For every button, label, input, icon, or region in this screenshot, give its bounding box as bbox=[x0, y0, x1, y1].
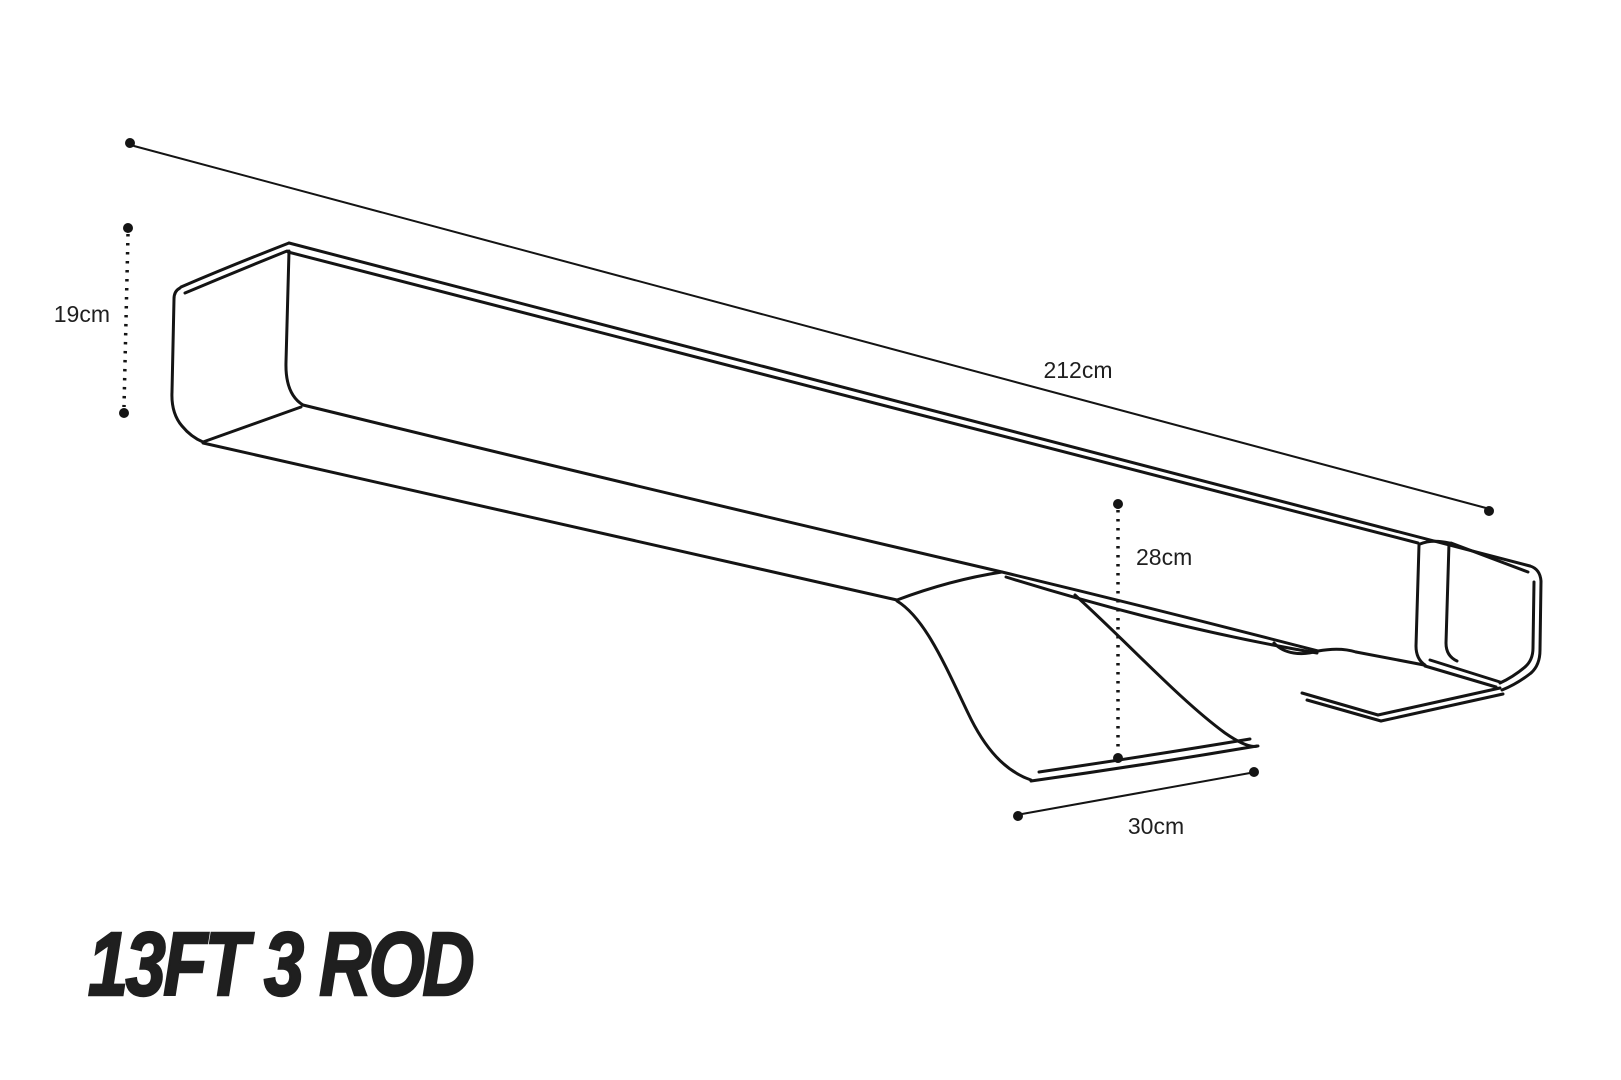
pocket-length-dimension-label: 30cm bbox=[1127, 813, 1185, 839]
bottom-face-piping bbox=[1300, 658, 1505, 723]
height-dimension-label: 19cm bbox=[53, 301, 110, 327]
length-dimension-label: 212cm bbox=[1043, 357, 1113, 383]
product-title: 13FT 3 ROD bbox=[87, 915, 476, 1015]
reel-pocket bbox=[895, 570, 1426, 783]
height-dimension-line bbox=[119, 223, 133, 418]
pocket-length-dimension-line bbox=[1013, 767, 1259, 821]
left-end-cap bbox=[170, 241, 305, 444]
holdall-outline bbox=[170, 241, 1543, 783]
length-dimension-line bbox=[125, 138, 1494, 516]
pocket-height-dimension-label: 28cm bbox=[1136, 544, 1193, 570]
right-end-cap bbox=[1414, 539, 1543, 692]
body-edges bbox=[201, 241, 1532, 653]
